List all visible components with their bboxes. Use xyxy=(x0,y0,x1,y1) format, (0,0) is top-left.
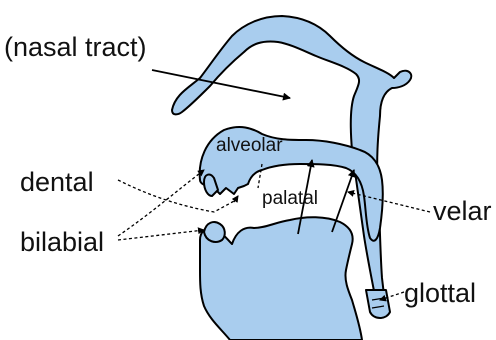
label-alveolar: alveolar xyxy=(216,135,283,156)
dental-arrow-head xyxy=(234,196,238,202)
label-bilabial: bilabial xyxy=(20,227,104,257)
label-nasal-tract: (nasal tract) xyxy=(4,32,147,62)
lower-lip-shape xyxy=(204,222,225,242)
bilabial-arrow-lower xyxy=(118,230,204,240)
larynx-shape xyxy=(366,290,390,318)
bilabial-arrow-upper xyxy=(118,170,204,236)
label-glottal: glottal xyxy=(404,278,476,308)
label-velar: velar xyxy=(433,196,492,226)
label-dental: dental xyxy=(20,167,94,197)
label-palatal: palatal xyxy=(262,188,318,209)
